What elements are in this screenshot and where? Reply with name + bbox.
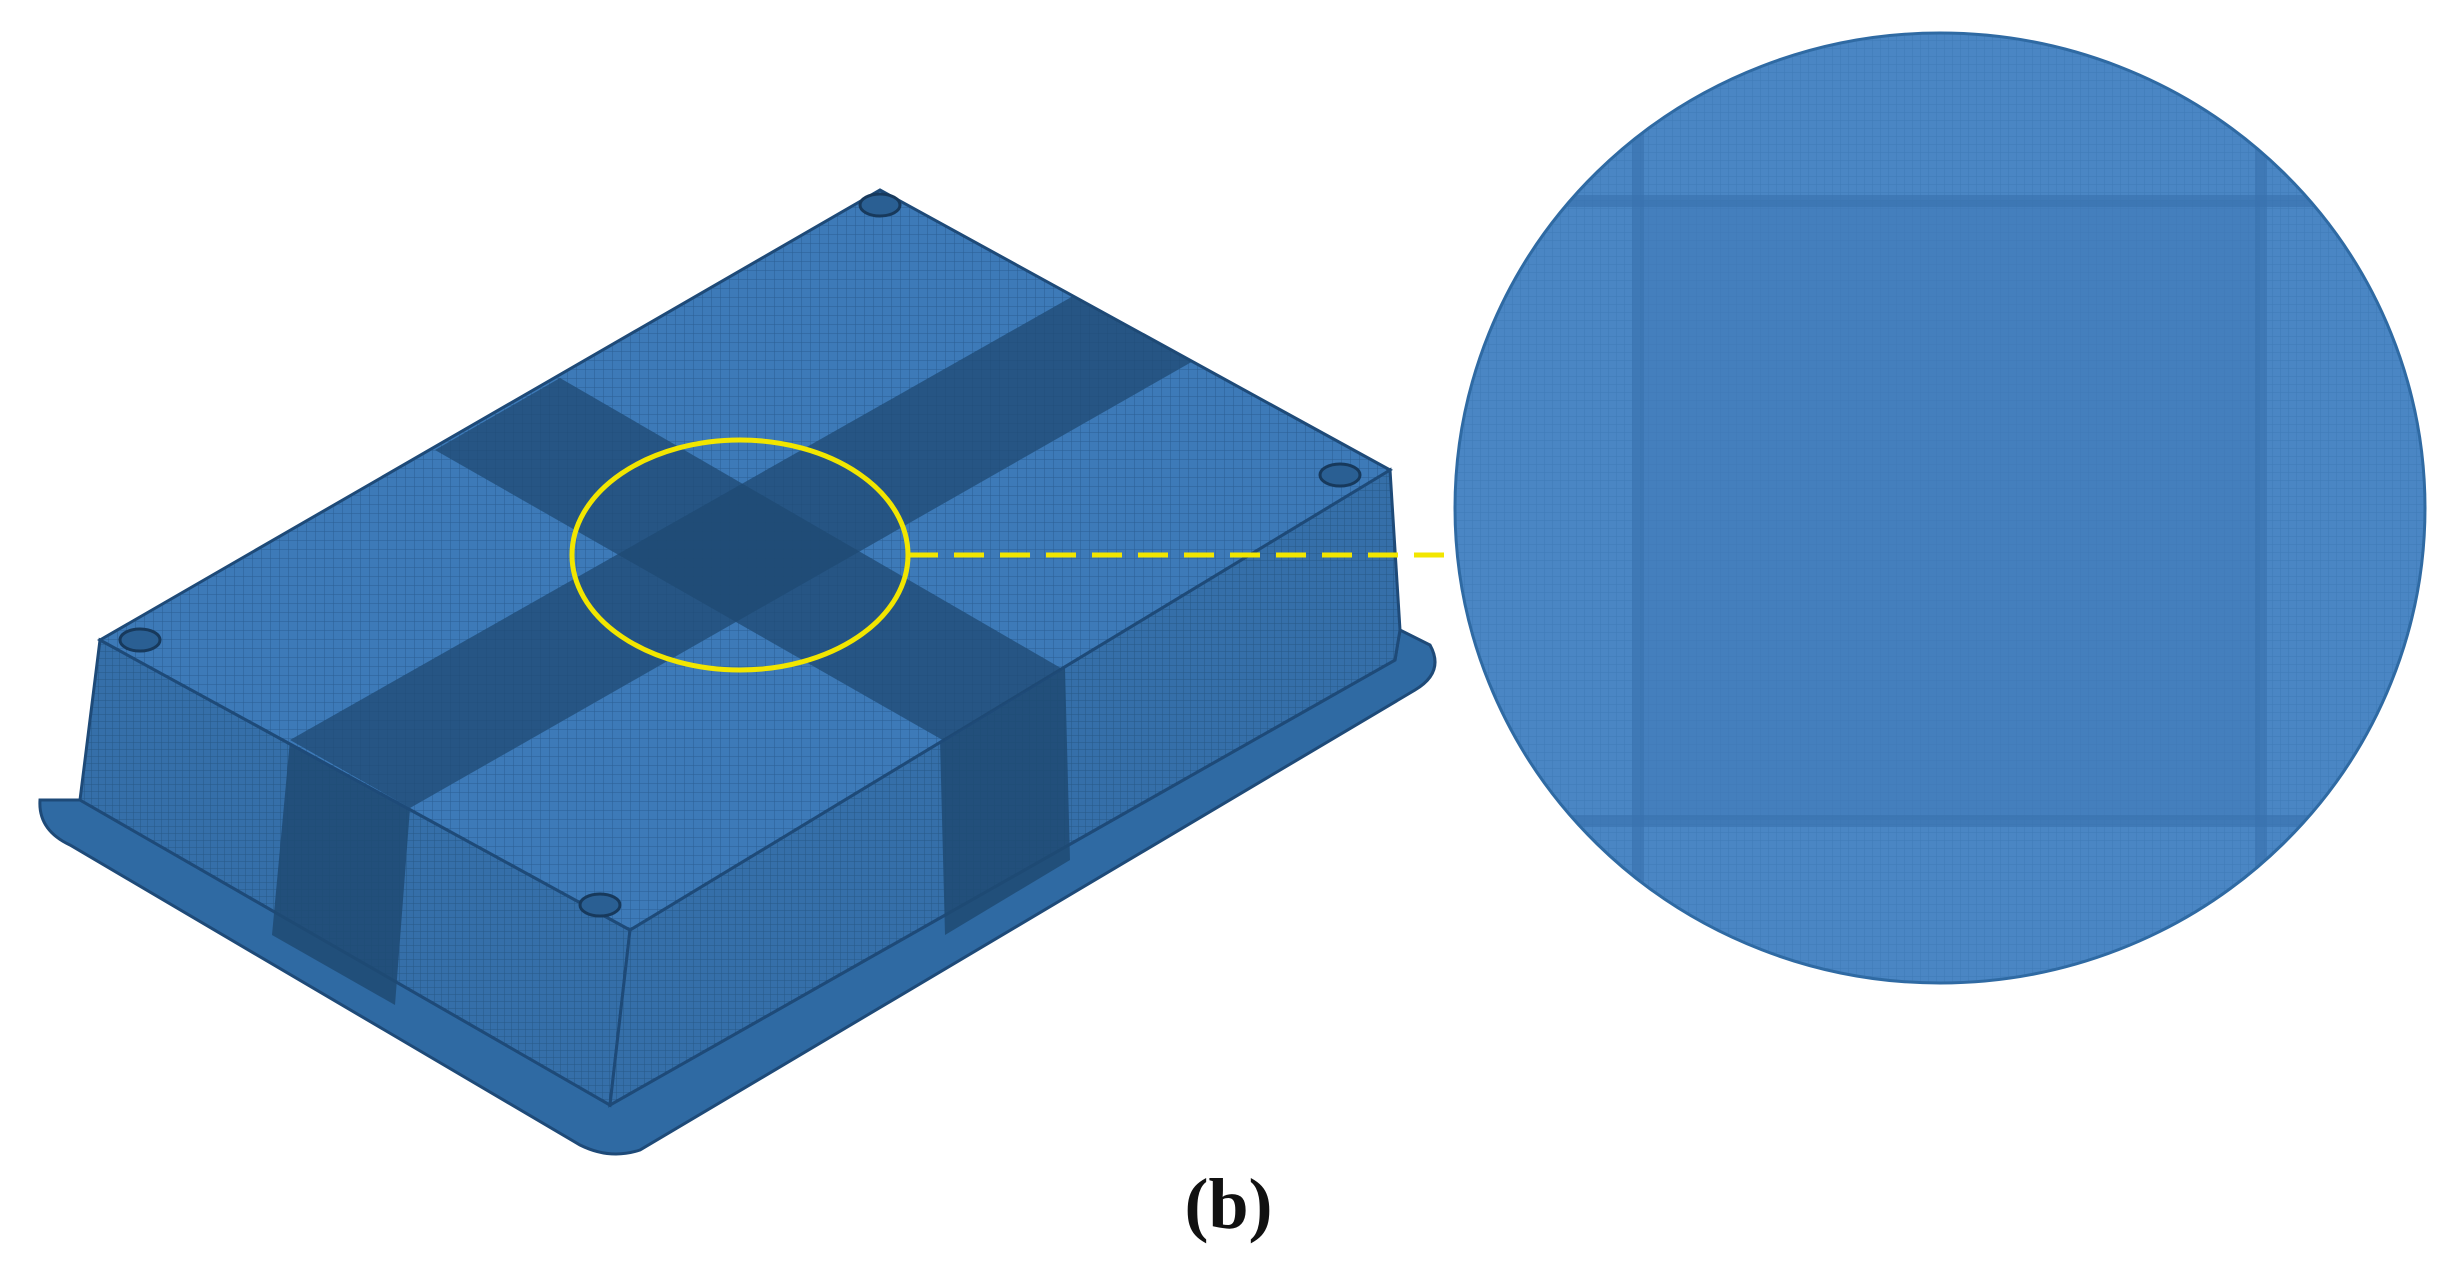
corner-post-left bbox=[118, 627, 162, 653]
zoom-dense-region bbox=[1640, 200, 2260, 820]
zoom-inset bbox=[1453, 31, 2427, 985]
corner-post-top bbox=[858, 192, 902, 218]
corner-post-front bbox=[578, 892, 622, 918]
top-band-a bbox=[435, 378, 1185, 810]
corner-post-right bbox=[1318, 462, 1362, 488]
tray-flange bbox=[38, 627, 1437, 1156]
top-band-b bbox=[290, 295, 1195, 808]
wall-band-right bbox=[940, 668, 1070, 935]
wall-band-left bbox=[272, 740, 410, 1005]
tray-mesh-model bbox=[38, 188, 1437, 1156]
figure-caption: (b) bbox=[1184, 1164, 1273, 1244]
